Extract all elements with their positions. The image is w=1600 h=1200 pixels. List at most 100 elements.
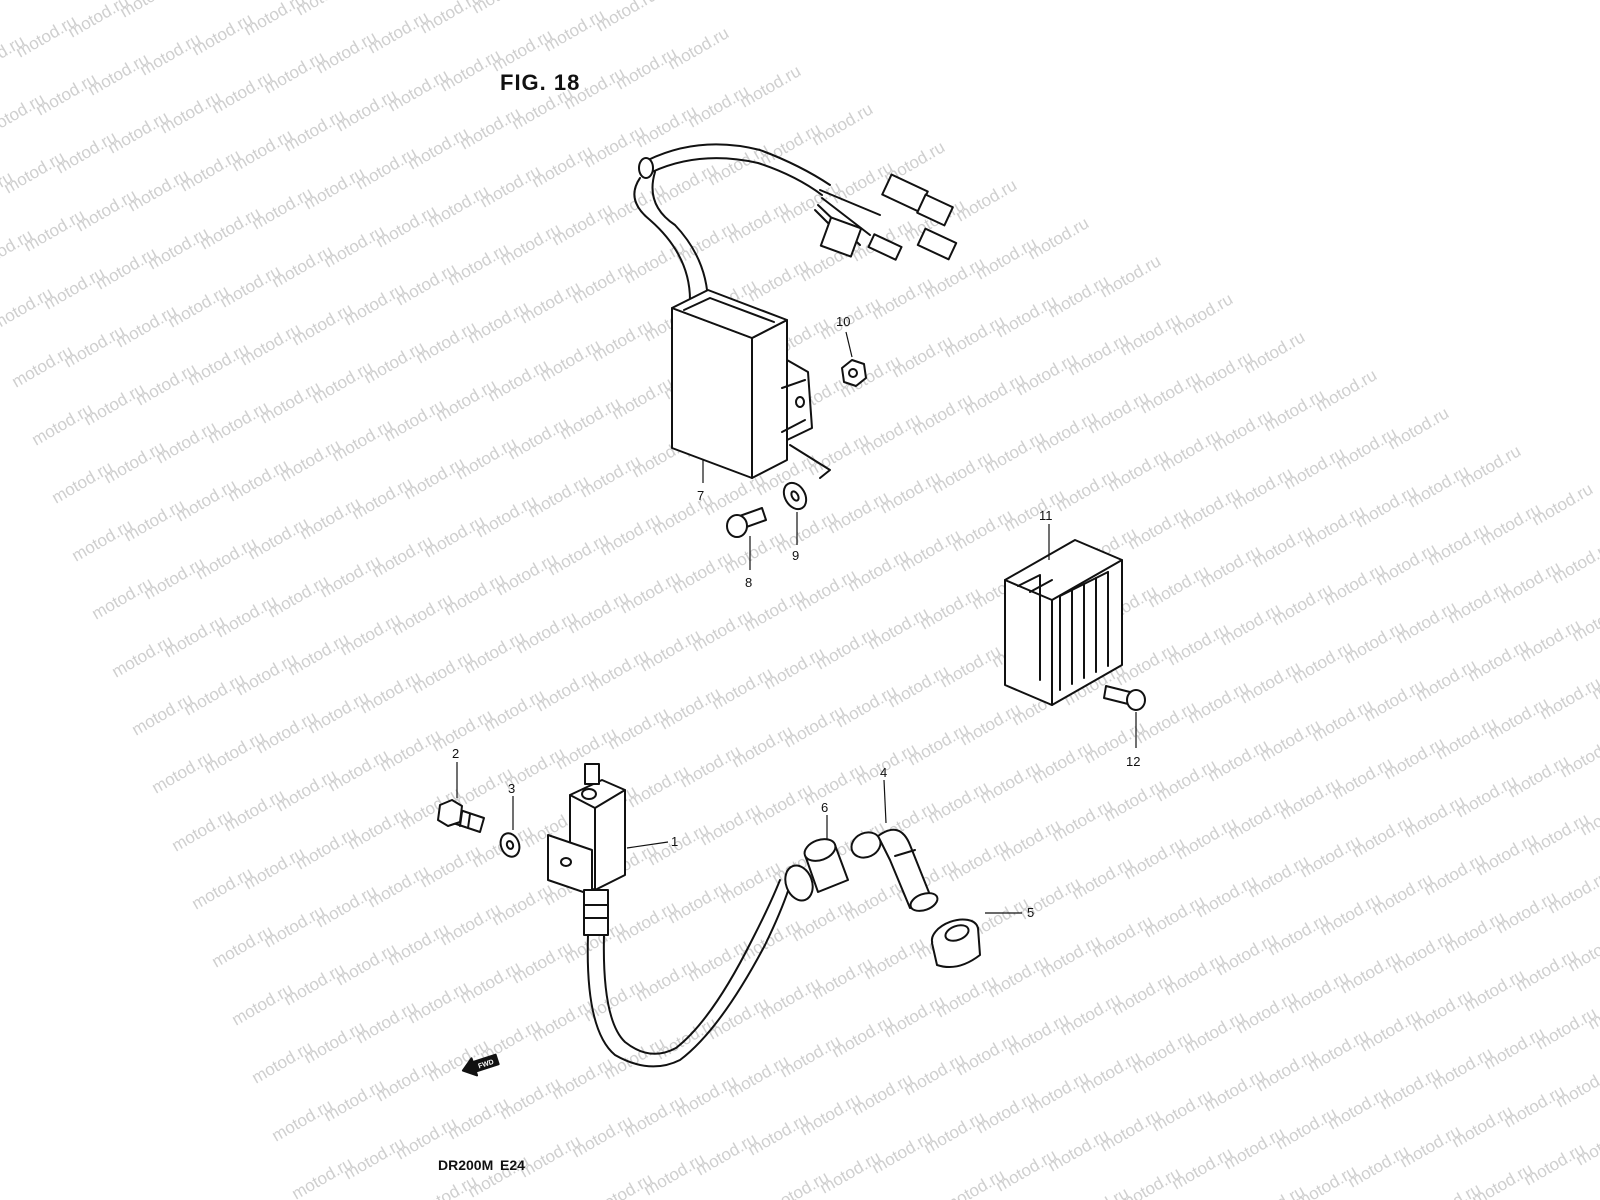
watermark-text: motod.ru — [321, 1075, 389, 1125]
watermark-text: motod.ru — [1013, 349, 1081, 399]
watermark-text: motod.ru — [457, 103, 525, 153]
washer-part-9[interactable] — [779, 479, 810, 513]
watermark-text: motod.ru — [1537, 673, 1600, 723]
watermark-text: motod.ru — [649, 489, 717, 539]
watermark-text: motod.ru — [1025, 1067, 1093, 1117]
seal-part-5[interactable] — [928, 914, 983, 968]
watermark-text: motod.ru — [169, 0, 237, 1]
watermark-text: motod.ru — [0, 0, 60, 3]
watermark-text: motod.ru — [409, 647, 477, 697]
watermark-text: motod.ru — [461, 627, 529, 677]
watermark-text: motod.ru — [921, 253, 989, 303]
forward-direction-arrow-icon: FWD — [461, 1053, 500, 1077]
watermark-text: motod.ru — [145, 223, 213, 273]
callout-12: 12 — [1126, 754, 1140, 769]
watermark-text: motod.ru — [1409, 985, 1477, 1035]
watermark-text: motod.ru — [669, 547, 737, 597]
watermark-text: motod.ru — [269, 1095, 337, 1145]
watermark-text: motod.ru — [341, 279, 409, 329]
watermark-text: motod.ru — [1285, 967, 1353, 1017]
watermark-text: motod.ru — [1277, 773, 1345, 823]
watermark-text: motod.ru — [1481, 1023, 1549, 1073]
watermark-text: motod.ru — [229, 979, 297, 1029]
nut-part-10[interactable] — [841, 359, 867, 387]
watermark-text: motod.ru — [1269, 579, 1337, 629]
screw-part-12[interactable] — [1103, 685, 1146, 711]
watermark-text: motod.ru — [381, 395, 449, 445]
watermark-text: motod.ru — [1301, 501, 1369, 551]
watermark-text: motod.ru — [1421, 849, 1489, 899]
watermark-text: motod.ru — [925, 777, 993, 827]
watermark-text: motod.ru — [193, 533, 261, 583]
watermark-text: motod.ru — [1129, 1027, 1197, 1077]
watermark-text: motod.ru — [325, 745, 393, 795]
watermark-text: motod.ru — [1425, 519, 1493, 569]
watermark-text: motod.ru — [625, 761, 693, 811]
bolt-part-2[interactable] — [437, 799, 485, 833]
boot-part-6[interactable] — [781, 835, 849, 904]
watermark-text: motod.ru — [885, 661, 953, 711]
watermark-text: motod.ru — [1125, 503, 1193, 553]
watermark-text: motod.ru — [1273, 1103, 1341, 1153]
watermark-text: motod.ru — [1153, 755, 1221, 805]
watermark-text: motod.ru — [761, 643, 829, 693]
watermark-text: motod.ru — [389, 589, 457, 639]
watermark-text: motod.ru — [489, 879, 557, 929]
watermark-text: motod.ru — [813, 623, 881, 673]
watermark-text: motod.ru — [1097, 1105, 1165, 1155]
watermark-text: motod.ru — [1145, 561, 1213, 611]
watermark-text: motod.ru — [285, 629, 353, 679]
callout-3: 3 — [508, 781, 515, 796]
watermark-text: motod.ru — [889, 331, 957, 381]
watermark-text: motod.ru — [1109, 969, 1177, 1019]
watermark-text: motod.ru — [365, 7, 433, 57]
spark-plug-cap-part-4[interactable] — [847, 828, 940, 915]
model-code: DR200M — [438, 1157, 493, 1173]
watermark-text: motod.ru — [1, 147, 69, 197]
watermark-text: motod.ru — [809, 953, 877, 1003]
bolt-part-8[interactable] — [726, 507, 767, 538]
watermark-text: motod.ru — [973, 233, 1041, 283]
watermark-text: motod.ru — [101, 437, 169, 487]
watermark-text: motod.ru — [1209, 405, 1277, 455]
watermark-text: motod.ru — [465, 297, 533, 347]
watermark-text: motod.ru — [301, 163, 369, 213]
watermark-text: motod.ru — [93, 243, 161, 293]
watermark-text: motod.ru — [801, 759, 869, 809]
watermark-text: motod.ru — [565, 587, 633, 637]
watermark-text: motod.ru — [277, 435, 345, 485]
watermark-text: motod.ru — [577, 451, 645, 501]
watermark-text: motod.ru — [869, 273, 937, 323]
watermark-text: motod.ru — [185, 339, 253, 389]
ignition-coil-part-1[interactable] — [547, 763, 791, 1068]
watermark-text: motod.ru — [1297, 831, 1365, 881]
watermark-text: motod.ru — [1005, 1009, 1073, 1059]
watermark-text: motod.ru — [237, 319, 305, 369]
callout-2: 2 — [452, 746, 459, 761]
watermark-text: motod.ru — [513, 607, 581, 657]
watermark-text: motod.ru — [725, 197, 793, 247]
callout-10: 10 — [836, 314, 850, 329]
watermark-text: motod.ru — [549, 199, 617, 249]
watermark-text: motod.ru — [709, 663, 777, 713]
watermark-text: motod.ru — [537, 335, 605, 385]
watermark-text: motod.ru — [613, 897, 681, 947]
watermark-text: motod.ru — [437, 45, 505, 95]
watermark-text: motod.ru — [1181, 1007, 1249, 1057]
watermark-text: motod.ru — [1417, 1179, 1485, 1200]
watermark-text: motod.ru — [1037, 931, 1105, 981]
regulator-rectifier-part-11[interactable] — [1004, 539, 1123, 706]
watermark-text: motod.ru — [441, 569, 509, 619]
watermark-text: motod.ru — [1381, 733, 1449, 783]
watermark-text: motod.ru — [605, 703, 673, 753]
watermark-text: motod.ru — [1317, 889, 1385, 939]
watermark-text: motod.ru — [945, 835, 1013, 885]
cdi-unit-part-7[interactable] — [633, 143, 958, 479]
watermark-text: motod.ru — [1169, 1143, 1237, 1193]
watermark-text: motod.ru — [437, 899, 505, 949]
watermark-text: motod.ru — [1513, 945, 1581, 995]
washer-part-3[interactable] — [497, 831, 522, 860]
watermark-text: motod.ru — [957, 699, 1025, 749]
fwd-label: FWD — [477, 1059, 494, 1071]
watermark-text: motod.ru — [617, 567, 685, 617]
